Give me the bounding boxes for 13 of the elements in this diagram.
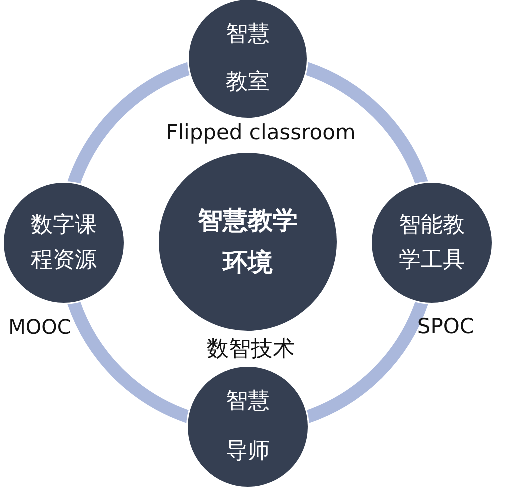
ring-arc <box>68 62 192 186</box>
node-label: 智慧教室 <box>225 21 271 97</box>
ring-arc <box>68 300 192 424</box>
node-caption: MOOC <box>8 315 72 339</box>
node-caption: SPOC <box>417 314 475 340</box>
node-caption: 数智技术 <box>207 336 295 364</box>
ring-arc <box>304 62 428 186</box>
node-label: 智慧教学环境 <box>196 205 299 279</box>
node-label: 智慧导师 <box>225 388 271 466</box>
node-label: 数字课程资源 <box>30 212 98 275</box>
ring-arc <box>304 300 428 424</box>
node-caption: Flipped classroom <box>166 120 356 146</box>
node-label: 智能教学工具 <box>398 212 466 275</box>
